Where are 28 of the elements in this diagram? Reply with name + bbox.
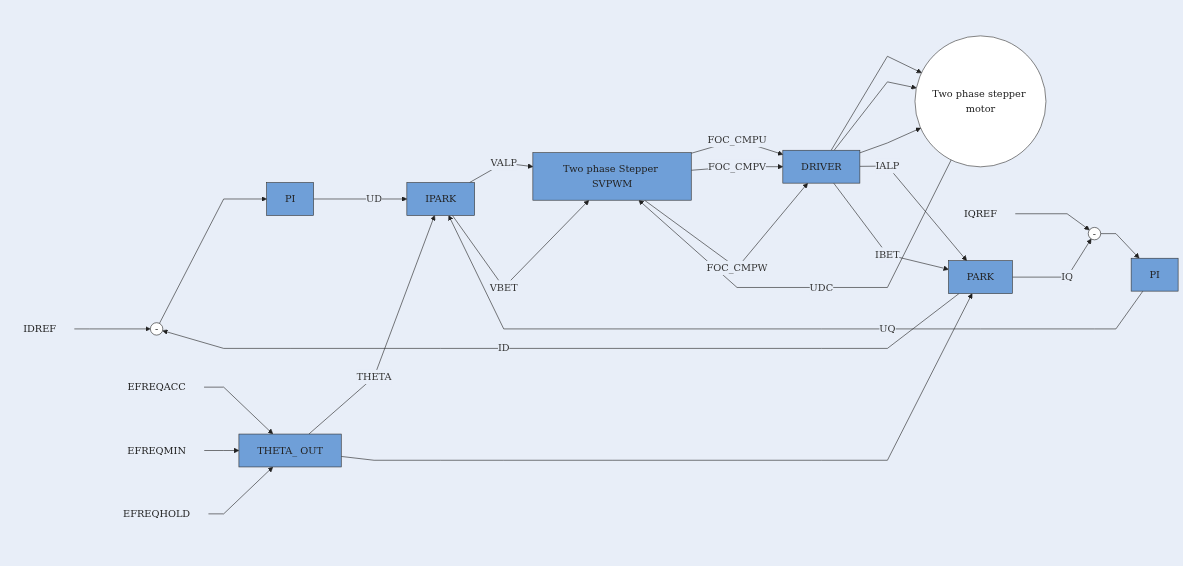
edge-label: UD bbox=[366, 192, 383, 205]
edge-label: FOC_CMPV bbox=[707, 160, 767, 173]
edge-label: IBET bbox=[875, 248, 900, 260]
edge-label: UQ bbox=[879, 322, 896, 335]
node-text: EFREQHOLD bbox=[123, 507, 191, 520]
node-text: IDREF bbox=[23, 322, 57, 335]
node-circle: Two phase stepper motor bbox=[914, 35, 1047, 168]
node-box: PI bbox=[266, 182, 314, 216]
edge-label: VALP bbox=[490, 156, 517, 169]
node-box: IPARK bbox=[406, 182, 475, 216]
node-circle: - bbox=[1087, 227, 1101, 241]
edge-label: IALP bbox=[875, 159, 900, 172]
edge-label: FOC_CMPU bbox=[707, 133, 767, 146]
node-box: PARK bbox=[948, 260, 1013, 294]
node-text: EFREQMIN bbox=[127, 444, 186, 456]
edge-label: FOC_CMPW bbox=[706, 261, 768, 274]
node-box: THETA_ OUT bbox=[238, 433, 342, 468]
edge-label: THETA bbox=[356, 370, 392, 383]
edge-label: UDC bbox=[809, 281, 834, 293]
node-circle: - bbox=[150, 322, 164, 336]
edge-label: IQ bbox=[1061, 270, 1074, 283]
edge-label: VBET bbox=[489, 281, 518, 293]
node-text: IQREF bbox=[963, 207, 997, 220]
node-text: EFREQACC bbox=[127, 380, 186, 393]
edge-label: ID bbox=[497, 342, 510, 354]
node-box: DRIVER bbox=[782, 149, 861, 184]
node-box: PI bbox=[1130, 257, 1179, 292]
node-box: Two phase Stepper SVPWM bbox=[532, 152, 692, 201]
